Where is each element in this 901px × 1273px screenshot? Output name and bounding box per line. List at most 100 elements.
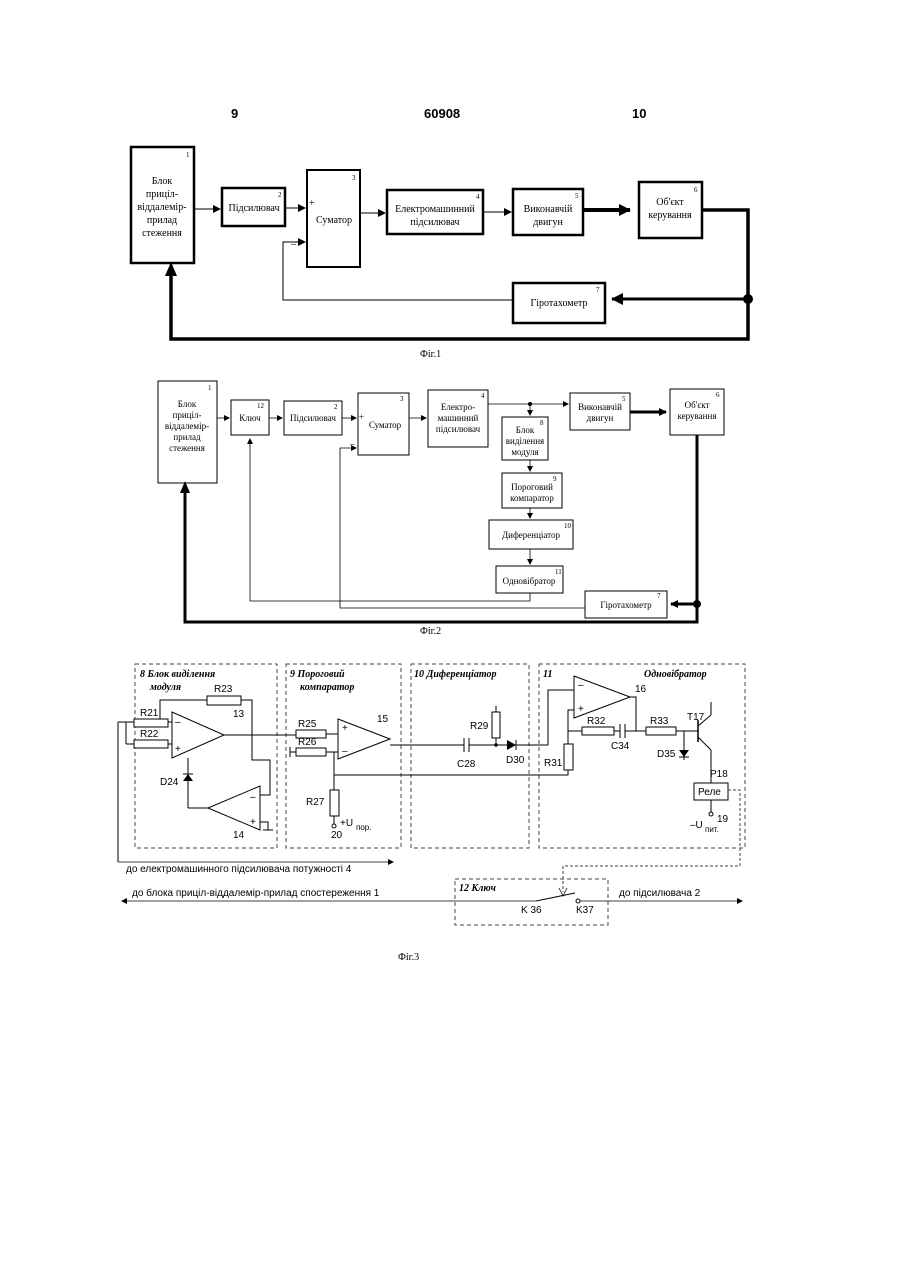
svg-text:9 Пороговий: 9 Пороговий: [290, 669, 345, 680]
fig1-block-motor: 5 Виконавчій двигун: [513, 189, 583, 235]
svg-text:Електро-: Електро-: [441, 402, 475, 412]
svg-text:+: +: [359, 412, 364, 422]
svg-text:Електромашинний: Електромашинний: [395, 204, 475, 215]
svg-text:16: 16: [635, 684, 647, 695]
figure-1: 1 Блок приціл- віддалемір- прилад стежен…: [131, 147, 753, 360]
fig2-block-motor: 5 Виконавчій двигун: [570, 393, 630, 430]
svg-text:підсилювач: підсилювач: [410, 217, 459, 228]
svg-text:1: 1: [208, 384, 212, 392]
svg-text:2: 2: [278, 191, 282, 199]
svg-text:Блок: Блок: [178, 399, 197, 409]
figure-2: 1 Блок приціл- віддалемір- прилад стежен…: [158, 381, 724, 637]
svg-text:19: 19: [717, 814, 729, 825]
svg-text:керування: керування: [648, 210, 692, 221]
svg-text:R23: R23: [214, 684, 233, 695]
svg-text:+: +: [342, 723, 348, 734]
fig2-block-electromachine-amplifier: 4 Електро- машинний підсилювач: [428, 390, 488, 447]
svg-text:20: 20: [331, 830, 343, 841]
svg-text:до блока приціл-віддалемір-при: до блока приціл-віддалемір-прилад спосте…: [132, 887, 380, 899]
svg-text:до електромашинного підсилювач: до електромашинного підсилювача потужнос…: [126, 864, 352, 875]
svg-text:модуля: модуля: [149, 682, 181, 693]
svg-text:+: +: [250, 817, 256, 828]
svg-text:віддалемір-: віддалемір-: [165, 421, 209, 431]
svg-text:R26: R26: [298, 737, 317, 748]
svg-text:–: –: [349, 439, 355, 449]
svg-text:Об'єкт: Об'єкт: [656, 197, 684, 208]
fig1-caption: Фіг.1: [420, 349, 441, 360]
svg-text:9: 9: [553, 475, 557, 483]
svg-text:Реле: Реле: [698, 787, 721, 798]
fig2-block-comparator: 9 Пороговий компаратор: [502, 473, 562, 508]
svg-text:Гіротахометр: Гіротахометр: [600, 600, 652, 610]
svg-text:K37: K37: [576, 905, 594, 916]
svg-text:Суматор: Суматор: [316, 215, 352, 226]
svg-text:Виконавчій: Виконавчій: [524, 204, 573, 215]
svg-text:приціл-: приціл-: [146, 189, 178, 200]
svg-text:C34: C34: [611, 741, 630, 752]
svg-text:пит.: пит.: [705, 825, 719, 834]
svg-text:2: 2: [334, 403, 338, 411]
svg-text:компаратор: компаратор: [300, 682, 354, 693]
svg-text:двигун: двигун: [587, 413, 614, 423]
svg-text:+: +: [578, 704, 584, 715]
svg-text:машинний: машинний: [438, 413, 479, 423]
fig2-block-gyrotachometer: 7 Гіротахометр: [585, 591, 667, 618]
svg-text:1: 1: [186, 151, 190, 159]
svg-text:стеження: стеження: [142, 228, 182, 239]
fig2-block-key: 12 Ключ: [231, 400, 269, 435]
svg-text:P18: P18: [710, 769, 728, 780]
svg-text:–: –: [175, 717, 181, 728]
svg-text:–: –: [342, 746, 348, 757]
svg-text:4: 4: [476, 193, 480, 201]
svg-text:Підсилювач: Підсилювач: [290, 413, 336, 423]
svg-text:компаратор: компаратор: [510, 493, 554, 503]
svg-text:Об'єкт: Об'єкт: [685, 400, 710, 410]
svg-text:–: –: [290, 239, 297, 250]
svg-text:6: 6: [716, 391, 720, 399]
svg-text:R25: R25: [298, 719, 317, 730]
svg-text:4: 4: [481, 392, 485, 400]
svg-text:Пороговий: Пороговий: [511, 482, 553, 492]
svg-text:R32: R32: [587, 716, 606, 727]
svg-text:Блок: Блок: [516, 425, 535, 435]
svg-text:R27: R27: [306, 797, 325, 808]
svg-text:D24: D24: [160, 777, 179, 788]
svg-text:+U: +U: [340, 818, 353, 829]
svg-text:стеження: стеження: [169, 443, 205, 453]
svg-text:14: 14: [233, 830, 245, 841]
svg-text:15: 15: [377, 714, 389, 725]
svg-text:C28: C28: [457, 759, 476, 770]
svg-text:7: 7: [596, 286, 600, 294]
svg-text:Блок: Блок: [152, 176, 173, 187]
svg-text:–: –: [578, 680, 584, 691]
svg-text:віддалемір-: віддалемір-: [137, 202, 186, 213]
svg-text:керування: керування: [678, 411, 717, 421]
fig3-caption: Фіг.3: [398, 952, 419, 963]
svg-text:Диференціатор: Диференціатор: [502, 530, 560, 540]
svg-text:3: 3: [400, 395, 404, 403]
svg-text:11: 11: [555, 568, 562, 576]
svg-text:13: 13: [233, 709, 245, 720]
fig2-block-monostable: 11 Одновібратор: [496, 566, 563, 593]
fig1-block-object: 6 Об'єкт керування: [639, 182, 702, 238]
svg-text:двигун: двигун: [533, 217, 563, 228]
svg-text:–U: –U: [690, 820, 703, 831]
fig1-block-gyrotachometer: 7 Гіротахометр: [513, 283, 605, 323]
figure-3: 8 Блок виділення модуля 9 Пороговий комп…: [118, 664, 745, 963]
fig2-block-sight: 1 Блок приціл- віддалемір- прилад стежен…: [158, 381, 217, 483]
fig2-block-summator: 3 Суматор + –: [349, 393, 409, 455]
svg-text:підсилювач: підсилювач: [436, 424, 481, 434]
svg-text:5: 5: [575, 192, 579, 200]
fig1-block-sight: 1 Блок приціл- віддалемір- прилад стежен…: [131, 147, 194, 263]
svg-text:R21: R21: [140, 708, 159, 719]
svg-text:R29: R29: [470, 721, 489, 732]
svg-text:до підсилювача 2: до підсилювача 2: [619, 888, 701, 899]
fig1-block-summator: 3 Суматор + –: [290, 170, 360, 267]
svg-text:Суматор: Суматор: [369, 420, 402, 430]
svg-text:R22: R22: [140, 729, 159, 740]
svg-text:прилад: прилад: [173, 432, 201, 442]
svg-text:виділення: виділення: [506, 436, 544, 446]
svg-text:12 Ключ: 12 Ключ: [459, 883, 496, 894]
svg-text:приціл-: приціл-: [173, 410, 202, 420]
svg-text:10: 10: [564, 522, 572, 530]
